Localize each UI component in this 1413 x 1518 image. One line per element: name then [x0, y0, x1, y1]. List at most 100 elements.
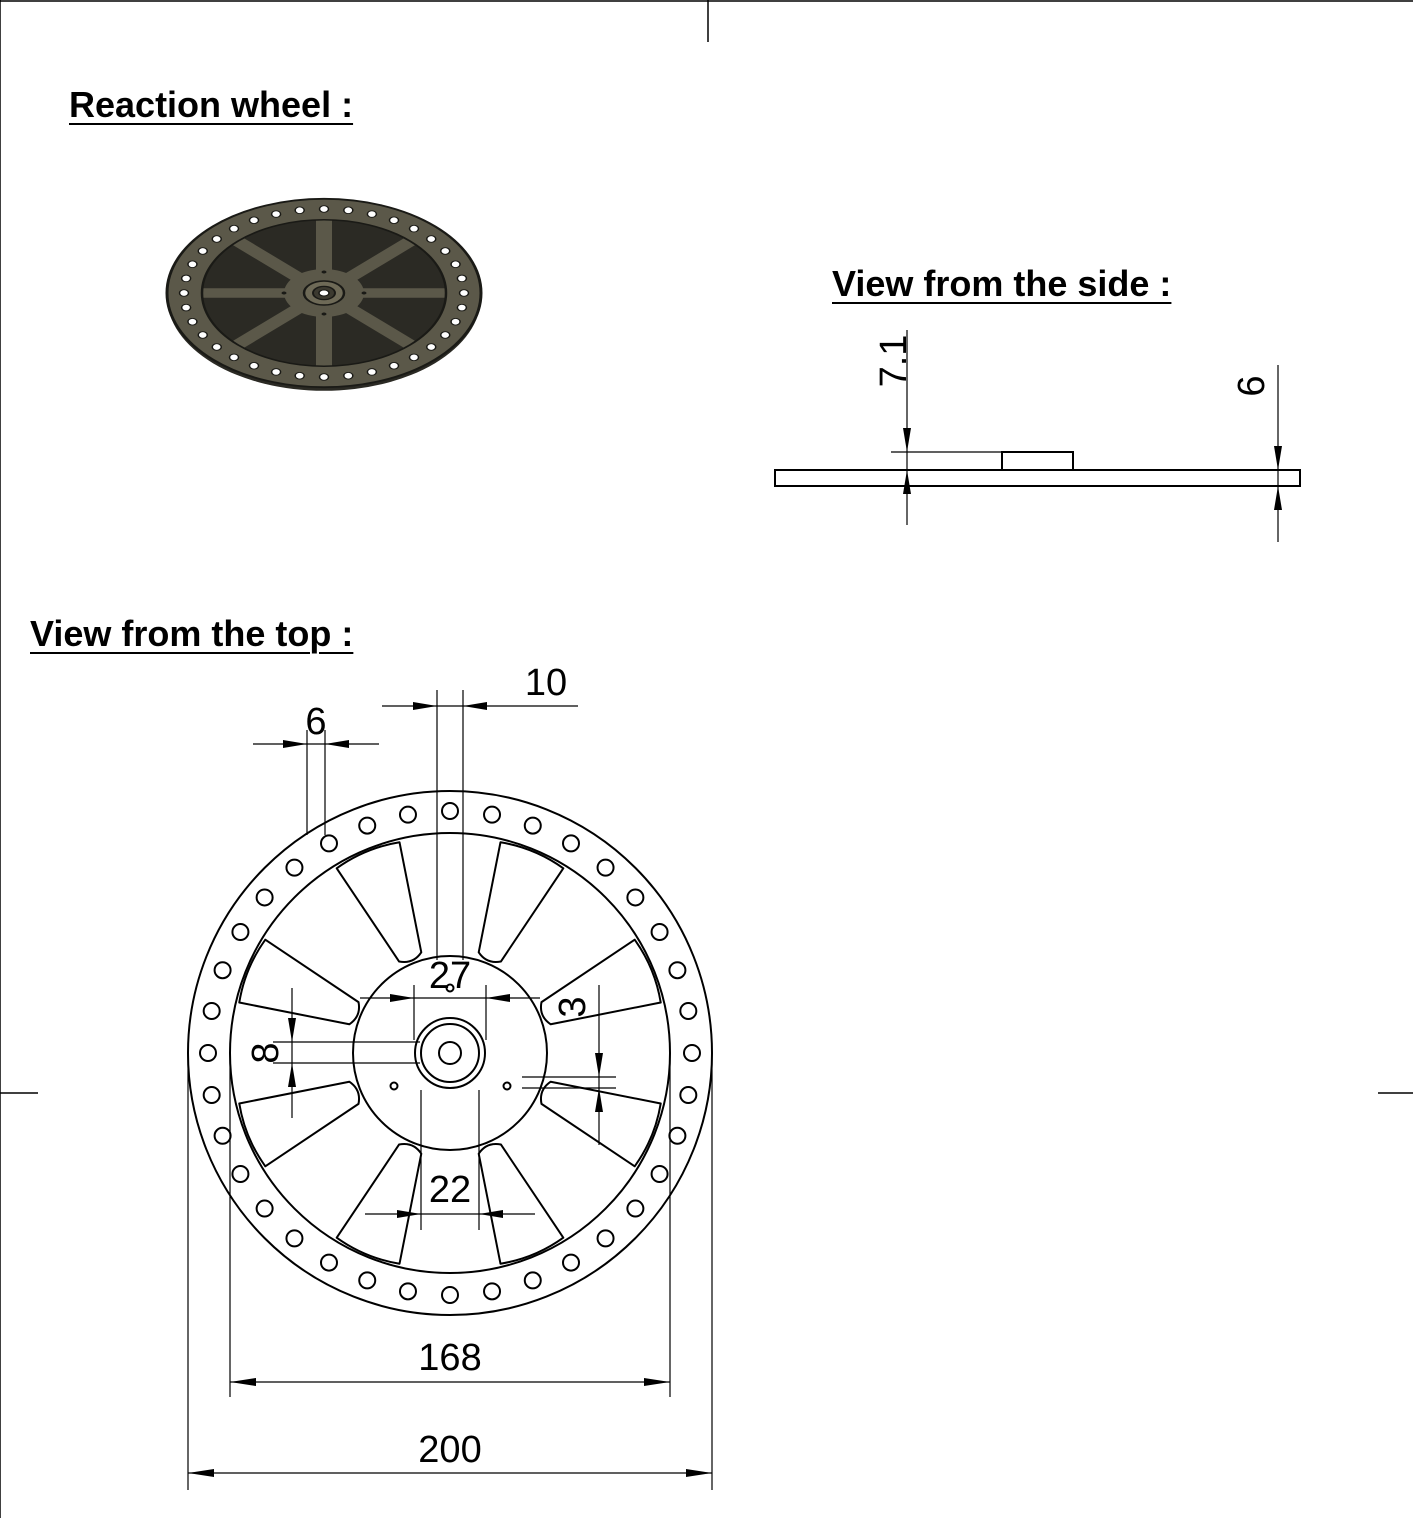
rim-bolt-hole — [562, 834, 580, 853]
rim-bolt-hole — [523, 1271, 542, 1290]
reaction-wheel-heading: Reaction wheel : — [69, 84, 354, 125]
render-rim-hole — [439, 247, 451, 255]
render-rim-hole — [294, 371, 305, 380]
side-hub-height-label: 7.1 — [873, 335, 915, 388]
render-rim-hole — [343, 371, 354, 380]
hub-screw-hole-left — [389, 1081, 399, 1091]
spoke-window — [238, 938, 360, 1026]
render-rim-hole — [408, 224, 420, 233]
rim-bolt-hole — [668, 1126, 687, 1145]
render-rim-hole — [197, 331, 209, 339]
hub-boss-inner — [420, 1023, 480, 1083]
spoke-window — [540, 938, 662, 1026]
rim-bolt-hole — [398, 1282, 417, 1301]
rim-bolt-hole — [213, 1126, 232, 1145]
small-hole-label: 3 — [552, 996, 594, 1017]
rim-bolt-hole — [596, 1229, 615, 1248]
render-rim-hole — [366, 210, 378, 218]
hub-screw-hole-top — [445, 983, 455, 993]
render-rim-hole — [270, 210, 282, 218]
rim-bolt-hole — [679, 1001, 698, 1020]
rim-bolt-hole — [562, 1253, 580, 1272]
render-rim-hole — [318, 373, 330, 381]
render-rim-hole — [456, 303, 468, 312]
side-plate-thickness-label: 6 — [1231, 375, 1273, 396]
rim-bolt-hole — [255, 888, 274, 907]
rim-bolt-hole — [202, 1001, 221, 1020]
render-rim-hole — [366, 368, 378, 376]
render-rim-hole — [425, 343, 437, 351]
hub-screw-hole-right — [502, 1081, 512, 1091]
outer-diameter-label: 200 — [418, 1429, 481, 1471]
hole-diameter-label: 6 — [305, 701, 326, 743]
render-rim-hole — [388, 361, 400, 370]
render-rim-hole — [408, 353, 420, 362]
rim-bolt-hole — [668, 961, 687, 980]
render-rim-hole — [456, 274, 468, 283]
rim-bolt-hole — [285, 1229, 304, 1248]
render-rim-hole — [180, 303, 192, 312]
render-rim-hole — [180, 274, 192, 283]
render-rim-hole — [248, 216, 260, 225]
spoke-window — [540, 1080, 662, 1168]
render-rim-hole — [187, 317, 198, 326]
render-rim-hole — [211, 343, 223, 351]
render-rim-hole — [425, 235, 437, 243]
rim-bolt-hole — [679, 1086, 698, 1105]
rim-bolt-hole — [358, 1271, 377, 1290]
render-rim-holes — [178, 205, 470, 381]
window-bottom-width-label: 22 — [429, 1169, 471, 1211]
hub-disk — [352, 955, 548, 1151]
render-rim-hole — [248, 361, 260, 370]
rim-bolt-hole — [231, 1165, 250, 1183]
render-rim-hole — [187, 260, 198, 269]
render-rim-hole — [450, 260, 461, 269]
shaft-hole — [438, 1041, 462, 1065]
render-rim-hole — [343, 206, 354, 215]
rim-bolt-hole — [441, 802, 459, 820]
hub-boss-outer — [414, 1017, 486, 1089]
side-hub — [1001, 451, 1074, 471]
rim-bolt-hole — [441, 1286, 459, 1304]
rim-bolt-hole — [285, 858, 304, 877]
rim-bolt-hole — [683, 1044, 701, 1062]
window-height-label: 8 — [245, 1042, 287, 1063]
rim-bolt-hole — [199, 1044, 217, 1062]
spoke-window — [477, 1143, 565, 1265]
spoke-window — [477, 841, 565, 963]
rim-bolt-hole — [320, 834, 338, 853]
render-rim-hole — [197, 247, 209, 255]
hub-hole-spacing-label: 27 — [429, 955, 471, 997]
spoke-width-label: 10 — [525, 662, 567, 704]
render-rim-hole — [318, 205, 330, 213]
rim-bolt-hole — [202, 1086, 221, 1105]
rim-bolt-hole — [650, 923, 669, 941]
rim-bolt-hole — [626, 888, 645, 907]
rim-bolt-hole — [398, 805, 417, 824]
inner-diameter-label: 168 — [418, 1337, 481, 1379]
spoke-window — [335, 841, 423, 963]
side-view-heading: View from the side : — [832, 263, 1172, 304]
rim-bolt-hole — [483, 1282, 502, 1301]
render-rim-hole — [178, 289, 190, 297]
rim-bolt-hole — [213, 961, 232, 980]
render-rim-hole — [458, 289, 470, 297]
render-rim-hole — [388, 216, 400, 225]
render-rim-hole — [450, 317, 461, 326]
spoke-window — [335, 1143, 423, 1265]
rim-bolt-hole — [358, 816, 377, 835]
rim-bolt-hole — [483, 805, 502, 824]
spoke-window — [238, 1080, 360, 1168]
rim-bolt-hole — [650, 1165, 669, 1183]
rim-bolt-hole — [255, 1199, 274, 1218]
render-rim-hole — [228, 224, 240, 233]
rim-bolt-hole — [320, 1253, 338, 1272]
render-rim-hole — [439, 331, 451, 339]
render-rim-hole — [270, 368, 282, 376]
rim-bolt-hole — [231, 923, 250, 941]
top-view-heading: View from the top : — [30, 613, 354, 654]
